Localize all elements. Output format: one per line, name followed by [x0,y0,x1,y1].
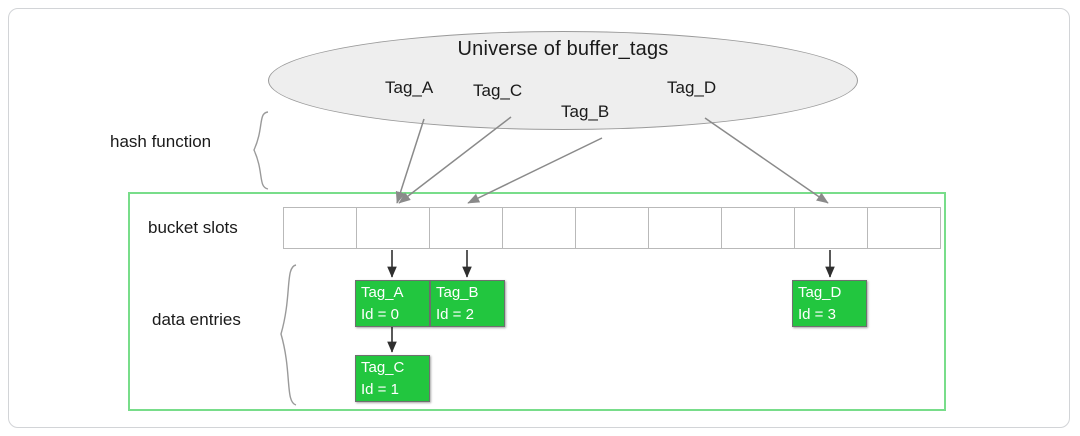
data-entries-label: data entries [152,310,241,329]
data-entry-tag-name: Tag_A [361,284,404,301]
data-entry-id: Id = 2 [436,306,474,323]
bucket-slot-8[interactable] [868,208,941,248]
data-entry-tag-name: Tag_C [361,359,405,376]
bucket-slot-4[interactable] [576,208,649,248]
data-entry-id: Id = 0 [361,306,399,323]
tag-label-tag-c: Tag_C [473,81,523,100]
bucket-slot-5[interactable] [649,208,722,248]
bucket-slot-6[interactable] [722,208,795,248]
bucket-slot-7[interactable] [795,208,868,248]
hash-function-brace [253,111,269,190]
tag-label-tag-a: Tag_A [385,78,434,97]
bucket-slot-3[interactable] [503,208,576,248]
data-entry-tag-name: Tag_B [436,284,479,301]
tag-label-tag-b: Tag_B [561,102,610,121]
bucket-slot-0[interactable] [284,208,357,248]
data-entry-tag-c[interactable]: Tag_C Id = 1 [355,355,430,402]
universe-title: Universe of buffer_tags [457,38,669,60]
bucket-slots-row [283,207,941,249]
data-entries-brace [280,264,297,406]
data-entry-id: Id = 1 [361,381,399,398]
data-entry-tag-d[interactable]: Tag_D Id = 3 [792,280,867,327]
data-entry-id: Id = 3 [798,306,836,323]
data-entry-tag-a[interactable]: Tag_A Id = 0 [355,280,430,327]
bucket-slot-2[interactable] [430,208,503,248]
universe-ellipse [268,31,858,130]
data-entry-tag-name: Tag_D [798,284,842,301]
bucket-slot-1[interactable] [357,208,430,248]
bucket-slots-label: bucket slots [148,218,238,237]
tag-label-tag-d: Tag_D [667,78,717,97]
data-entry-tag-b[interactable]: Tag_B Id = 2 [430,280,505,327]
hash-function-label: hash function [110,132,212,151]
